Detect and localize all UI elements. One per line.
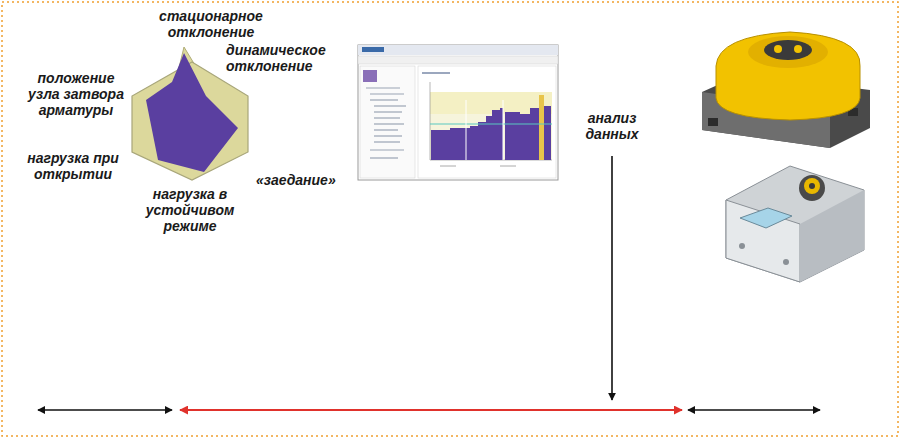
timeline-segment <box>38 409 172 411</box>
measured-polygon <box>146 53 238 172</box>
bar-series <box>544 106 551 160</box>
bar-series <box>431 108 503 160</box>
housing <box>726 166 864 282</box>
annotation-label: анализ данных <box>570 110 654 142</box>
cover-window <box>764 40 812 60</box>
knob <box>804 178 820 194</box>
timeline <box>38 410 820 411</box>
software-screenshot <box>358 45 558 180</box>
axis-label: «заедание» <box>256 172 346 188</box>
cover-top <box>748 36 828 68</box>
chart-title-line <box>422 72 450 74</box>
y-axis <box>430 82 431 160</box>
axis-label: нагрузка в устойчивом режиме <box>138 186 242 234</box>
hole <box>794 45 802 53</box>
grid-lines <box>466 100 503 160</box>
axis-label: нагрузка при открытии <box>20 150 126 182</box>
tree-items <box>366 88 406 158</box>
window <box>358 45 558 180</box>
grey-positioner <box>726 166 864 282</box>
highlight-bar <box>539 95 544 160</box>
bar-series <box>505 108 539 160</box>
device-icon <box>363 70 377 82</box>
analysis-arrow <box>611 156 613 400</box>
yellow-positioner <box>702 32 870 148</box>
axis-label: положение узла затвора арматуры <box>22 70 130 118</box>
toolbar <box>358 56 558 64</box>
tree-panel <box>360 66 415 178</box>
mean-line <box>430 124 552 125</box>
title-bar <box>358 45 558 55</box>
axis-label: стационарное отклонение <box>155 8 267 40</box>
connector <box>708 118 718 126</box>
chart-panel <box>418 66 556 178</box>
timeline-segment <box>180 409 682 411</box>
housing-side <box>800 190 864 282</box>
axis-label: динамическое отклонение <box>226 42 336 74</box>
display <box>740 208 792 228</box>
screw <box>739 243 745 249</box>
housing-front <box>726 200 800 282</box>
knob-ring <box>799 175 825 201</box>
axis-ticks <box>440 166 516 167</box>
screw <box>783 259 789 265</box>
knob-center <box>809 183 815 189</box>
hole <box>774 45 782 53</box>
yellow-cover <box>716 32 860 120</box>
timeline-segment <box>688 409 820 411</box>
logo <box>362 47 384 52</box>
